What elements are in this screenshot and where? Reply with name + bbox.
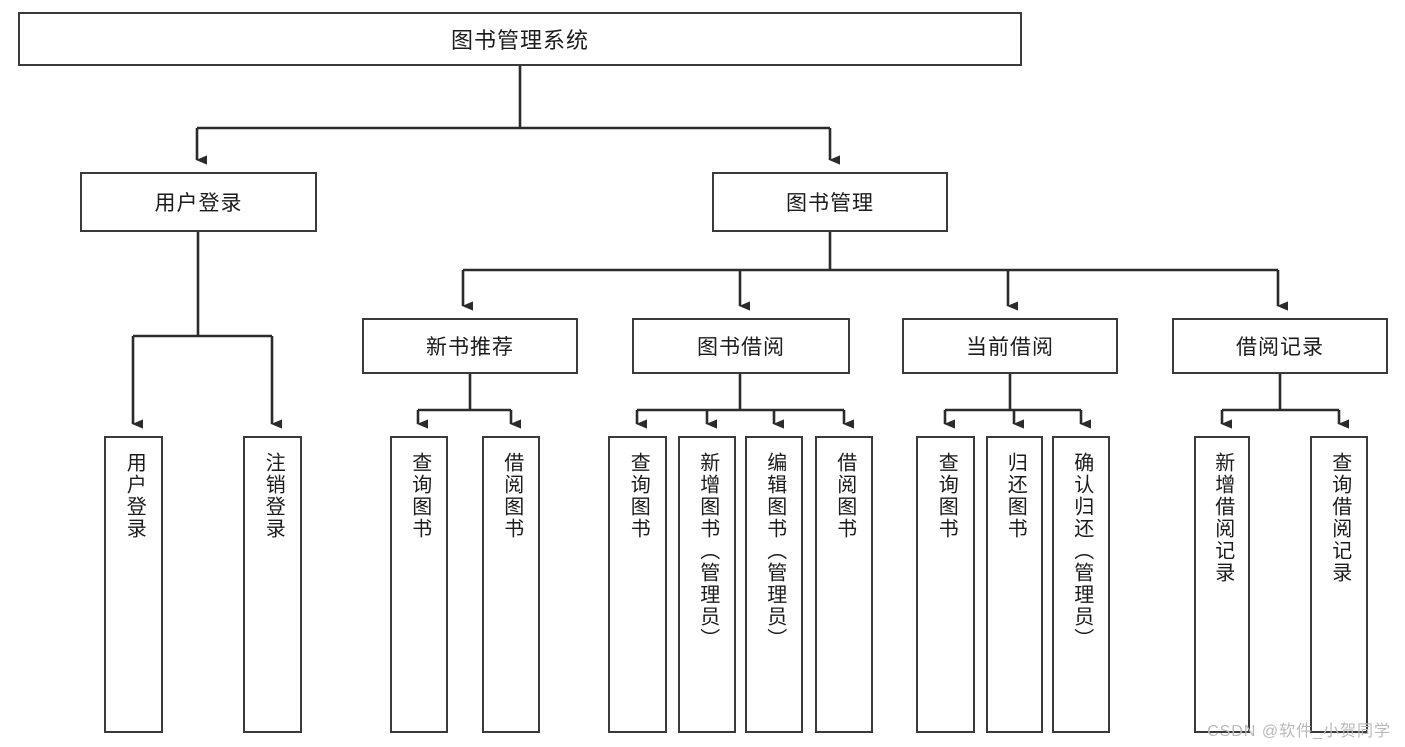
watermark: CSDN @软件_小贺同学 — [1207, 723, 1391, 740]
leaf-query-book-rec[interactable]: 查询图书 — [390, 436, 448, 733]
node-borrow-record[interactable]: 借阅记录 — [1172, 318, 1388, 374]
node-root[interactable]: 图书管理系统 — [18, 12, 1022, 66]
node-label: 确认归还（管理员） — [1070, 452, 1093, 650]
node-label: 当前借阅 — [966, 336, 1054, 359]
leaf-borrow-book-rec[interactable]: 借阅图书 — [482, 436, 540, 733]
node-label: 图书借阅 — [697, 336, 785, 359]
node-label: 编辑图书（管理员） — [763, 452, 786, 650]
leaf-query-borrow-record[interactable]: 查询借阅记录 — [1310, 436, 1368, 733]
node-label: 注销登录 — [262, 452, 285, 540]
node-label: 新书推荐 — [426, 336, 514, 359]
leaf-logout[interactable]: 注销登录 — [243, 436, 302, 733]
leaf-query-book-current[interactable]: 查询图书 — [916, 436, 975, 733]
leaf-confirm-return-admin[interactable]: 确认归还（管理员） — [1052, 436, 1110, 733]
leaf-borrow-book[interactable]: 借阅图书 — [815, 436, 873, 733]
node-label: 借阅图书 — [500, 452, 523, 540]
node-label: 查询图书 — [408, 452, 431, 540]
node-label: 新增图书（管理员） — [696, 452, 719, 650]
leaf-query-book-borrow[interactable]: 查询图书 — [608, 436, 667, 733]
node-user-login[interactable]: 用户登录 — [80, 172, 317, 232]
node-book-borrow[interactable]: 图书借阅 — [632, 318, 850, 374]
node-label: 用户登录 — [154, 192, 243, 215]
node-label: 图书管理 — [786, 192, 874, 215]
node-current-borrow[interactable]: 当前借阅 — [902, 318, 1118, 374]
node-label: 查询图书 — [627, 452, 650, 540]
node-label: 查询借阅记录 — [1328, 452, 1351, 584]
leaf-user-login[interactable]: 用户登录 — [104, 436, 163, 733]
leaf-return-book[interactable]: 归还图书 — [986, 436, 1043, 733]
leaf-edit-book-admin[interactable]: 编辑图书（管理员） — [745, 436, 803, 733]
node-book-management[interactable]: 图书管理 — [712, 172, 948, 232]
node-label: 新增借阅记录 — [1211, 452, 1234, 584]
leaf-add-book-admin[interactable]: 新增图书（管理员） — [678, 436, 736, 733]
node-label: 查询图书 — [935, 452, 958, 540]
leaf-add-borrow-record[interactable]: 新增借阅记录 — [1194, 436, 1250, 733]
node-label: 归还图书 — [1004, 452, 1027, 540]
node-label: 图书管理系统 — [450, 28, 589, 53]
node-label: 用户登录 — [123, 452, 146, 540]
node-label: 借阅记录 — [1236, 336, 1324, 359]
node-new-book-recommendation[interactable]: 新书推荐 — [362, 318, 578, 374]
node-label: 借阅图书 — [833, 452, 856, 540]
